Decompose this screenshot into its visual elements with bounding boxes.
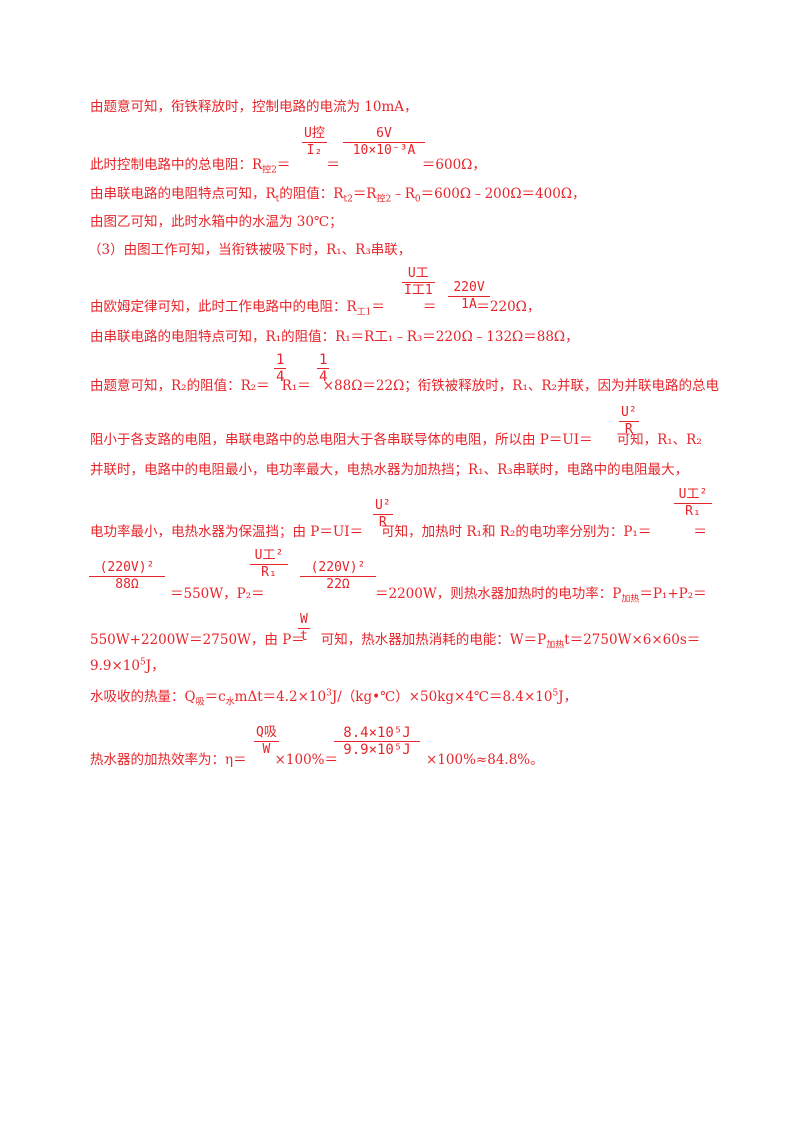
text-line-8: 由题意可知，R₂的阻值：R₂＝R₁＝×88Ω＝22Ω；衔铁被释放时，R₁、R₂并… <box>90 378 719 394</box>
text-line-2: 此时控制电路中的总电阻：R控2＝＝＝600Ω， <box>90 157 486 176</box>
text-line-14: 9.9×105J， <box>90 657 165 674</box>
fraction-u-squared-over-r-b: U² R <box>373 498 393 530</box>
fraction-220v-squared-over-22: (220V)² 22Ω <box>300 560 376 593</box>
fraction-6v-over-current: 6V 10×10⁻³A <box>343 126 425 159</box>
text-line-13: 550W+2200W＝2750W，由 P＝可知，热水器加热消耗的电能：W＝P加热… <box>90 632 701 651</box>
text-line-4: 由图乙可知，此时水箱中的水温为 30℃； <box>90 214 343 230</box>
text-line-15: 水吸收的热量：Q吸＝c水mΔt＝4.2×103J/（kg•℃）×50kg×4℃＝… <box>90 688 578 708</box>
text-line-10: 并联时，电路中的电阻最小，电功率最大，电热水器为加热挡；R₁、R₃串联时，电路中… <box>90 462 689 478</box>
text-line-12a: ＝550W，P₂＝ <box>170 586 265 602</box>
fraction-220v-squared-over-88: (220V)² 88Ω <box>89 560 165 593</box>
text-line-5: （3）由图工作可知，当衔铁被吸下时，R₁、R₃串联， <box>88 242 412 258</box>
fraction-one-quarter-b: 1 4 <box>317 352 330 385</box>
text-line-3: 由串联电路的电阻特点可知，Rt的阻值：Rt2＝R控2﹣R0＝600Ω﹣200Ω＝… <box>90 186 586 205</box>
fraction-8.4e5-over-9.9e5: 8.4×10⁵J 9.9×10⁵J <box>334 725 420 758</box>
text-line-12b: ＝2200W，则热水器加热时的电功率：P加热＝P₁+P₂＝ <box>375 586 707 605</box>
text-line-6: 由欧姆定律可知，此时工作电路中的电阻：R工1＝＝＝220Ω， <box>90 299 541 318</box>
fraction-u-work-over-i-work: U工 I工1 <box>402 266 435 298</box>
text-line-9: 阻小于各支路的电阻，串联电路中的总电阻大于各串联导体的电阻，所以由 P＝UI＝可… <box>90 432 702 448</box>
fraction-w-over-t: W t <box>298 612 310 644</box>
fraction-u-squared-over-r-a: U² R <box>619 405 639 437</box>
fraction-q-absorbed-over-w: Q吸 W <box>254 725 279 757</box>
text-line-1: 由题意可知，衔铁释放时，控制电路的电流为 10mA， <box>90 99 418 115</box>
fraction-one-quarter-a: 1 4 <box>274 352 287 385</box>
text-line-16: 热水器的加热效率为：η＝×100%＝×100%≈84.8%。 <box>90 752 544 768</box>
fraction-u-control-over-i2: U控 I₂ <box>302 126 327 158</box>
text-line-11: 电功率最小，电热水器为保温挡；由 P＝UI＝可知，加热时 R₁和 R₂的电功率分… <box>90 524 707 540</box>
text-line-7: 由串联电路的电阻特点可知，R₁的阻值：R₁＝R工₁﹣R₃＝220Ω﹣132Ω＝8… <box>90 329 579 345</box>
fraction-u-work-squared-over-r1-a: U工² R₁ <box>674 487 712 520</box>
fraction-220v-over-1a: 220V 1A <box>448 280 490 313</box>
fraction-u-work-squared-over-r1-b: U工² R₁ <box>250 548 288 581</box>
